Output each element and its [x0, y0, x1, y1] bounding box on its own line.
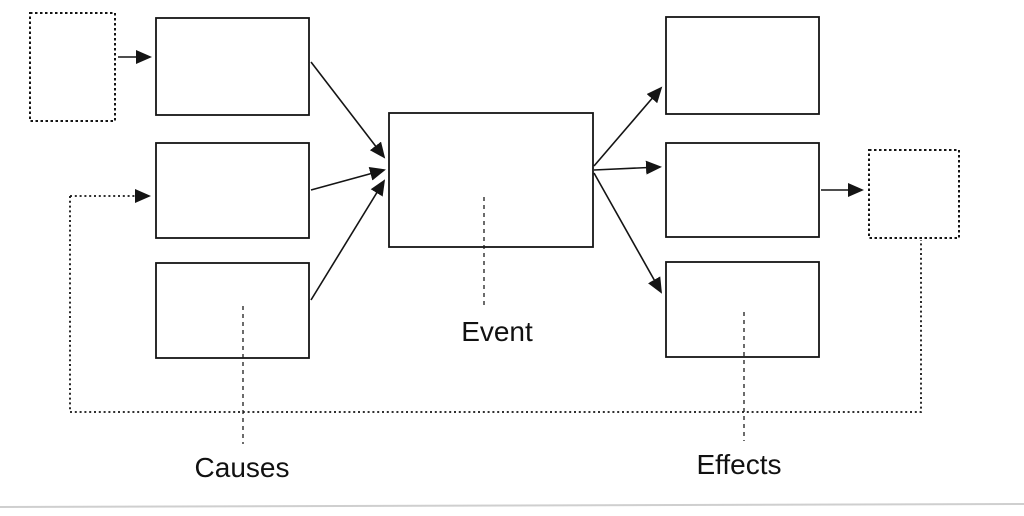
causes-label: Causes	[195, 452, 290, 483]
page-edge-artifact	[0, 503, 1024, 508]
effect-box-2	[665, 142, 820, 238]
cause-box-1	[155, 17, 310, 116]
arrow-cause1-to-event-icon	[310, 61, 386, 159]
cause-box-2	[155, 142, 310, 239]
arrow-event-to-effect1-icon	[593, 86, 663, 167]
effect-box-1	[665, 16, 820, 115]
effect-sink-dashed-box	[868, 149, 960, 239]
event-box	[388, 112, 594, 248]
arrow-cause2-to-event-icon	[310, 166, 386, 191]
dotted-feedback-loop-line	[69, 196, 922, 413]
event-label: Event	[461, 316, 533, 347]
cause-source-dashed-box	[29, 12, 116, 122]
arrow-cause3-to-event-icon	[310, 179, 386, 301]
effects-label: Effects	[696, 449, 781, 480]
effect-box-3	[665, 261, 820, 358]
arrow-event-to-effect3-icon	[593, 172, 662, 294]
cause-box-3	[155, 262, 310, 359]
arrow-event-to-effect2-icon	[593, 160, 662, 175]
